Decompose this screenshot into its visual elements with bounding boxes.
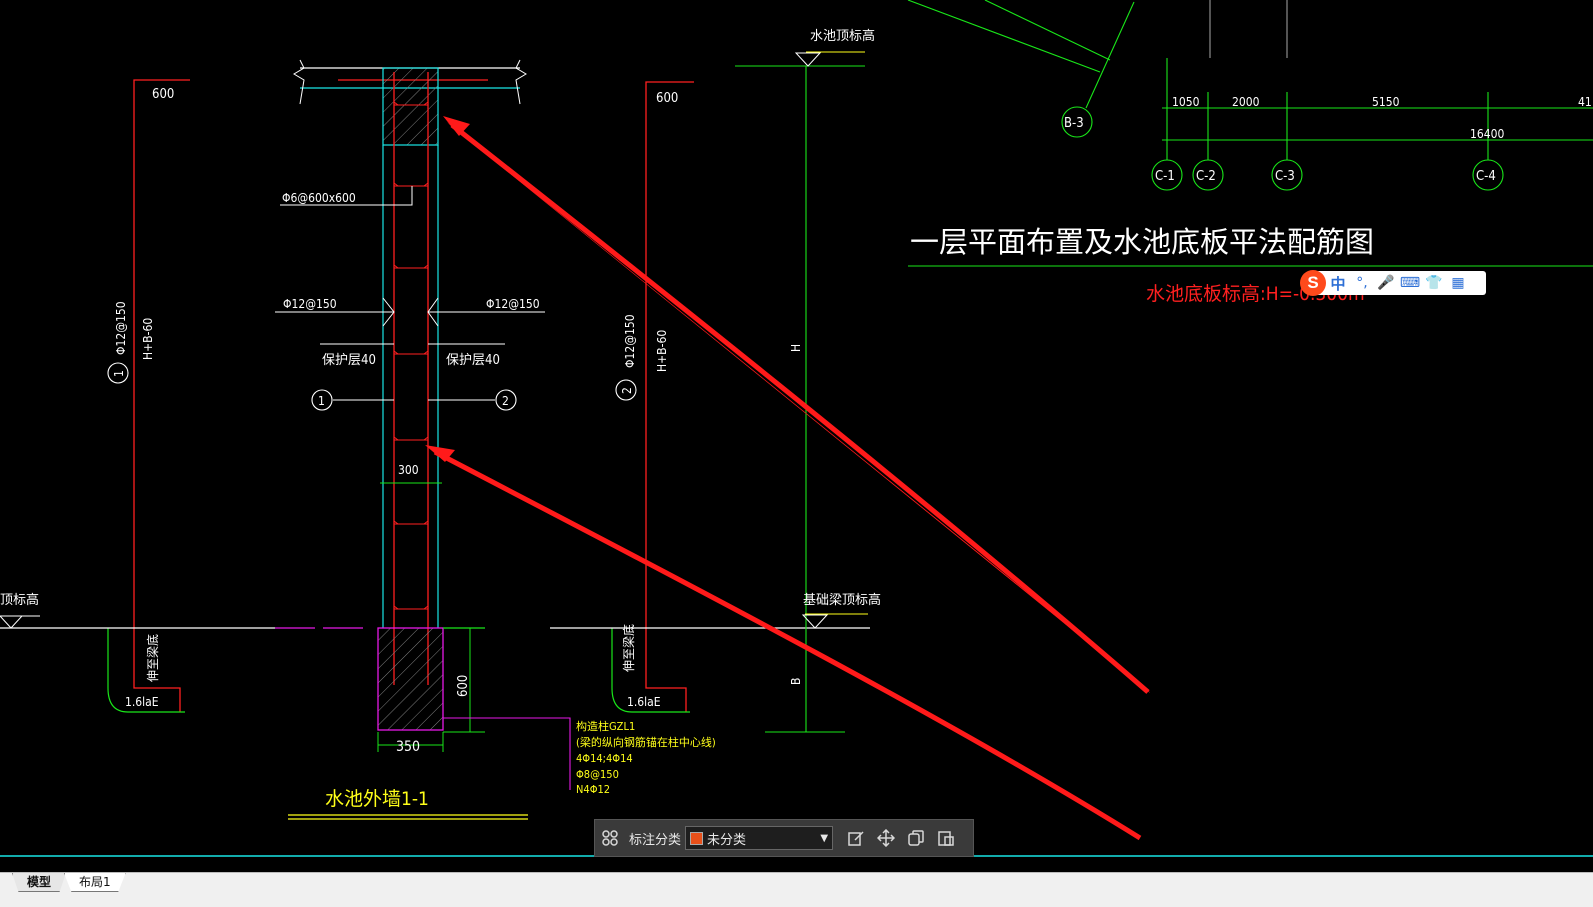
axis-label-B3: B-3 — [1064, 116, 1084, 131]
ime-toolbar[interactable]: S 中 °, 🎤 ⌨ 👕 ▦ — [1300, 270, 1486, 296]
rebar-left-label: Φ12@150 — [283, 297, 337, 311]
layout-tab-bar: 模型 布局1 — [0, 872, 1593, 907]
axis-label-C2: C-2 — [1196, 169, 1216, 184]
column-note-line3: 4Φ14;4Φ14 — [576, 752, 633, 765]
annotation-toolbar: 标注分类 未分类 ▼ — [594, 819, 974, 857]
tab-layout1[interactable]: 布局1 — [64, 873, 126, 892]
tab-model[interactable]: 模型 — [12, 873, 67, 892]
column-note-line5: N4Φ12 — [576, 783, 610, 796]
ime-logo-icon[interactable]: S — [1300, 270, 1326, 296]
axis-bubble-C1 — [1151, 159, 1183, 191]
center-bubble-right — [495, 389, 517, 411]
right-rebar-bubble — [615, 379, 637, 401]
left-beam-bottom: 伸至梁底 — [145, 634, 160, 682]
cad-drawing-canvas[interactable]: 600 Φ12@150 H+B-60 1 顶标高 伸至梁底 1.6laE — [0, 0, 1593, 880]
left-rebar-detail: 600 Φ12@150 H+B-60 1 顶标高 伸至梁底 1.6laE — [0, 79, 275, 713]
dim-600-vertical: 600 — [456, 675, 471, 697]
left-rebar-label: Φ12@150 — [114, 301, 128, 355]
plan-dim-2000: 2000 — [1232, 95, 1260, 109]
layout-grid-icon[interactable] — [595, 823, 625, 853]
right-dim-600: 600 — [656, 91, 678, 106]
column-note-line1: 构造柱GZL1 — [576, 719, 635, 733]
ime-keyboard-icon[interactable]: ⌨ — [1399, 275, 1421, 291]
elevation-ruler: 水池顶标高 基础梁顶标高 H B — [735, 28, 881, 733]
right-lap-length: 1.6laE — [627, 695, 661, 709]
category-color-swatch — [690, 831, 704, 845]
arrow-upper — [447, 122, 1150, 693]
copy-icon[interactable] — [901, 823, 931, 853]
move-icon[interactable] — [871, 823, 901, 853]
left-h-formula: H+B-60 — [141, 318, 155, 360]
left-lap-length: 1.6laE — [125, 695, 159, 709]
annotation-arrows[interactable] — [425, 116, 1150, 841]
annotation-category-label: 标注分类 — [629, 832, 682, 848]
plan-total: 16400 — [1470, 127, 1504, 141]
axis-bubble-C4 — [1472, 159, 1504, 191]
left-dim-600: 600 — [152, 87, 174, 102]
ruler-bottom-label: 基础梁顶标高 — [803, 592, 881, 608]
ruler-dim-H: H — [789, 344, 803, 352]
left-elev-label: 顶标高 — [0, 592, 39, 608]
center-bubble-left — [311, 389, 333, 411]
tie-rebar-label: Φ6@600x600 — [282, 191, 356, 205]
right-beam-bottom: 伸至梁底 — [621, 624, 636, 672]
plan-dim-5150: 5150 — [1372, 95, 1400, 109]
plan-dim-41: 41 — [1578, 95, 1592, 109]
paste-icon[interactable] — [931, 823, 961, 853]
ime-punctuation-icon[interactable]: °, — [1356, 275, 1368, 291]
dim-350: 350 — [396, 739, 420, 755]
cover-right-label: 保护层40 — [446, 353, 500, 368]
axis-label-C3: C-3 — [1275, 169, 1295, 184]
left-bubble-num: 1 — [112, 370, 126, 377]
axis-bubble-C2 — [1192, 159, 1224, 191]
annotation-category-value: 未分类 — [707, 832, 747, 848]
axis-label-C4: C-4 — [1476, 169, 1496, 184]
axis-bubble-C3 — [1271, 159, 1303, 191]
plan-title: 一层平面布置及水池底板平法配筋图 — [910, 225, 1374, 259]
column-note-line2: (梁的纵向钢筋锚在柱中心线) — [576, 735, 716, 749]
cover-left-label: 保护层40 — [322, 353, 376, 368]
left-rebar-bubble — [107, 362, 129, 384]
right-rebar-detail: 600 Φ12@150 H+B-60 2 伸至梁底 1.6laE — [550, 81, 870, 713]
wall-section-title: 水池外墙1-1 — [325, 788, 429, 810]
annotation-category-select[interactable]: 未分类 ▼ — [685, 826, 834, 850]
ruler-top-label: 水池顶标高 — [810, 28, 875, 44]
right-bubble-num: 2 — [620, 387, 634, 394]
rebar-right-label: Φ12@150 — [486, 297, 540, 311]
ime-toolbox-icon[interactable]: ▦ — [1451, 275, 1465, 291]
center-wall-detail: Φ6@600x600 Φ12@150 Φ12@150 保护层40 保护层40 1… — [275, 59, 545, 820]
column-note: 构造柱GZL1 (梁的纵向钢筋锚在柱中心线) 4Φ14;4Φ14 Φ8@150 … — [443, 717, 716, 796]
bubble-left-num: 1 — [318, 394, 325, 408]
plan-dim-1050: 1050 — [1172, 95, 1200, 109]
right-h-formula: H+B-60 — [655, 330, 669, 372]
plan-view: 1050 2000 5150 41 16400 B-3 C-1 C-2 C-3 … — [907, 0, 1593, 305]
ime-lang-toggle[interactable]: 中 — [1330, 274, 1346, 293]
dim-300: 300 — [398, 463, 419, 477]
edit-icon[interactable] — [841, 823, 871, 853]
ruler-dim-B: B — [789, 678, 803, 685]
axis-label-C1: C-1 — [1155, 169, 1175, 184]
ime-microphone-icon[interactable]: 🎤 — [1377, 275, 1395, 291]
ime-skin-icon[interactable]: 👕 — [1425, 275, 1443, 291]
bubble-right-num: 2 — [502, 394, 509, 408]
axis-bubble-B3 — [1061, 106, 1093, 138]
right-rebar-label: Φ12@150 — [623, 314, 637, 368]
chevron-down-icon: ▼ — [820, 832, 829, 844]
column-note-line4: Φ8@150 — [576, 768, 619, 781]
